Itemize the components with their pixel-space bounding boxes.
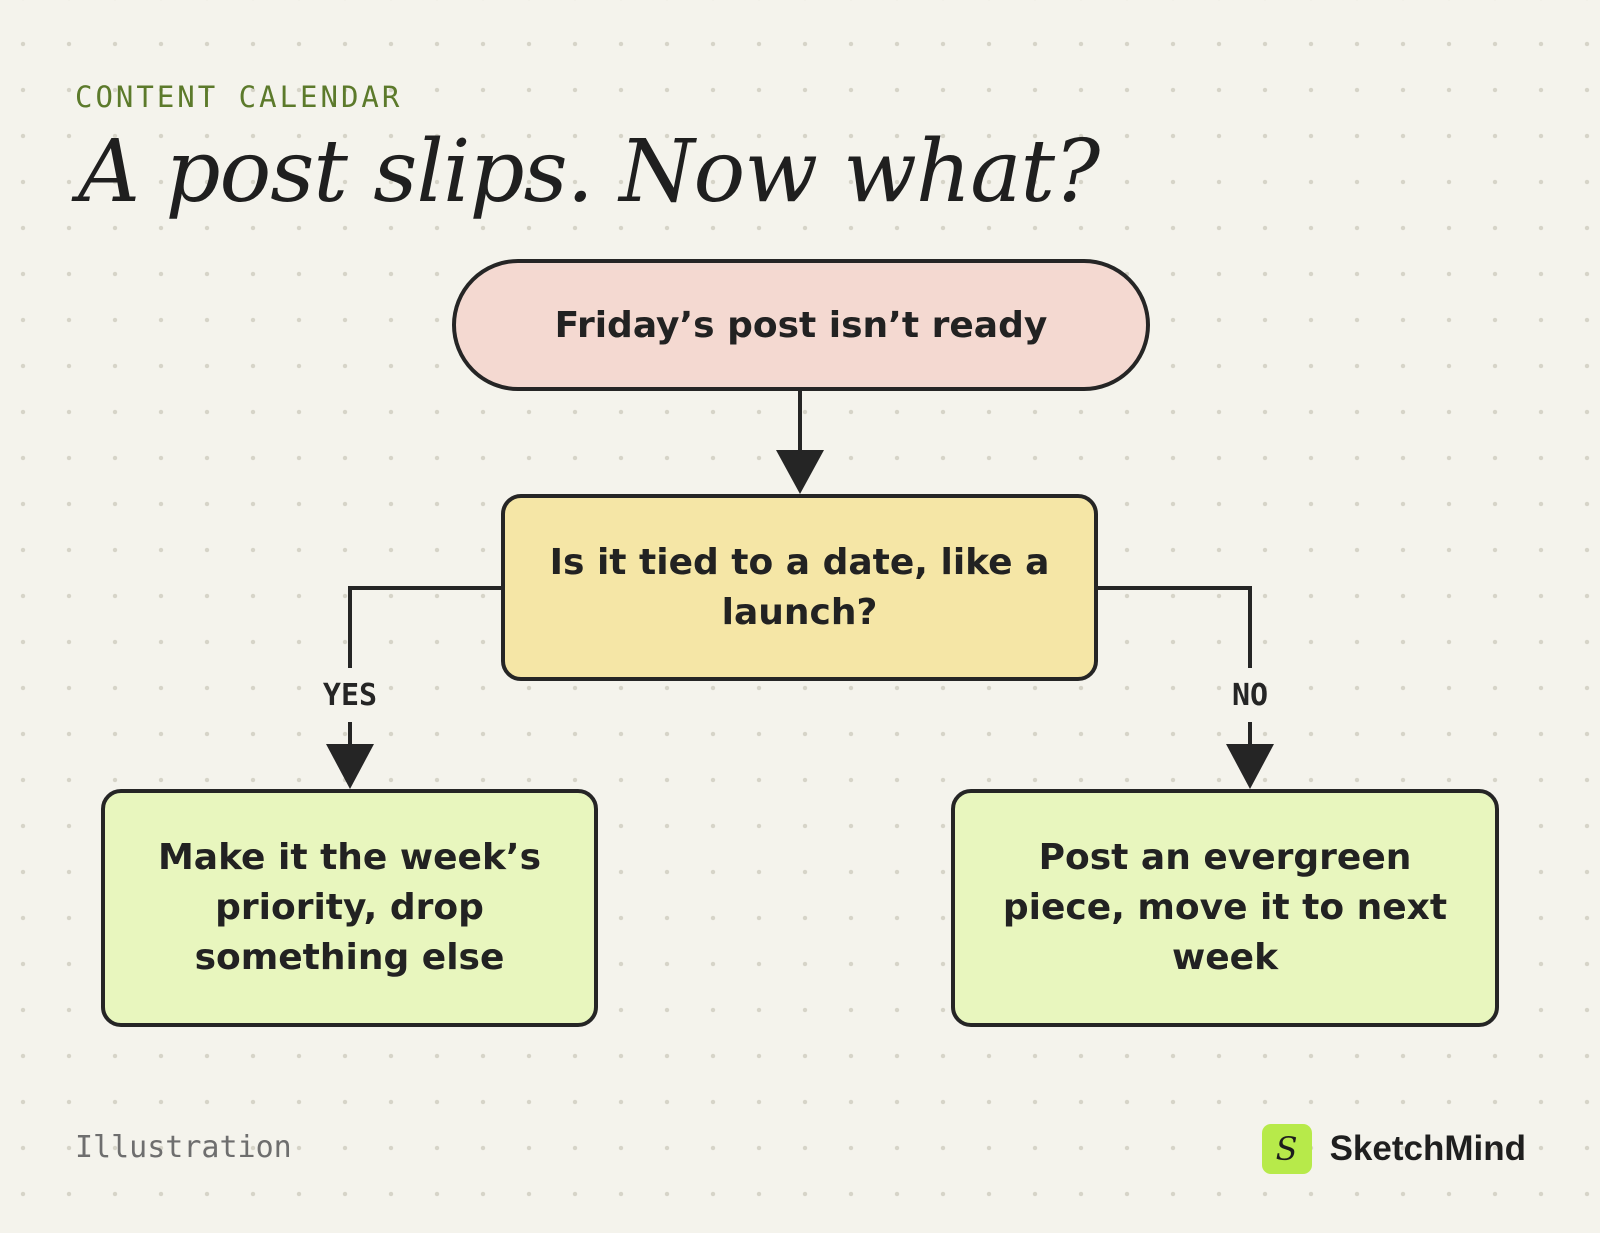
decision-node: Is it tied to a date, like a launch? (501, 494, 1098, 681)
yes-label: YES (322, 678, 378, 713)
start-node-text: Friday’s post isn’t ready (554, 304, 1048, 346)
yes-outcome-node: Make it the week’s priority, drop someth… (101, 789, 598, 1027)
footer-label: Illustration (75, 1130, 292, 1165)
decision-node-text: Is it tied to a date, like a launch? (549, 541, 1050, 633)
brand-name: SketchMind (1329, 1129, 1526, 1168)
arrowhead-yes (326, 744, 374, 789)
connector-yes-branch (348, 586, 501, 668)
connector-no-branch (1098, 586, 1252, 668)
no-label: NO (1231, 678, 1269, 713)
arrowhead-decision (776, 450, 824, 494)
start-node: Friday’s post isn’t ready (452, 259, 1150, 391)
page-title: A post slips. Now what? (78, 122, 1100, 222)
arrowhead-no (1226, 744, 1274, 789)
eyebrow-label: CONTENT CALENDAR (75, 80, 403, 114)
brand-logo-icon: S (1261, 1124, 1312, 1174)
yes-outcome-text: Make it the week’s priority, drop someth… (157, 837, 542, 978)
no-outcome-node: Post an evergreen piece, move it to next… (951, 789, 1499, 1027)
no-outcome-text: Post an evergreen piece, move it to next… (1002, 837, 1448, 978)
brand: S SketchMind (1261, 1124, 1526, 1174)
